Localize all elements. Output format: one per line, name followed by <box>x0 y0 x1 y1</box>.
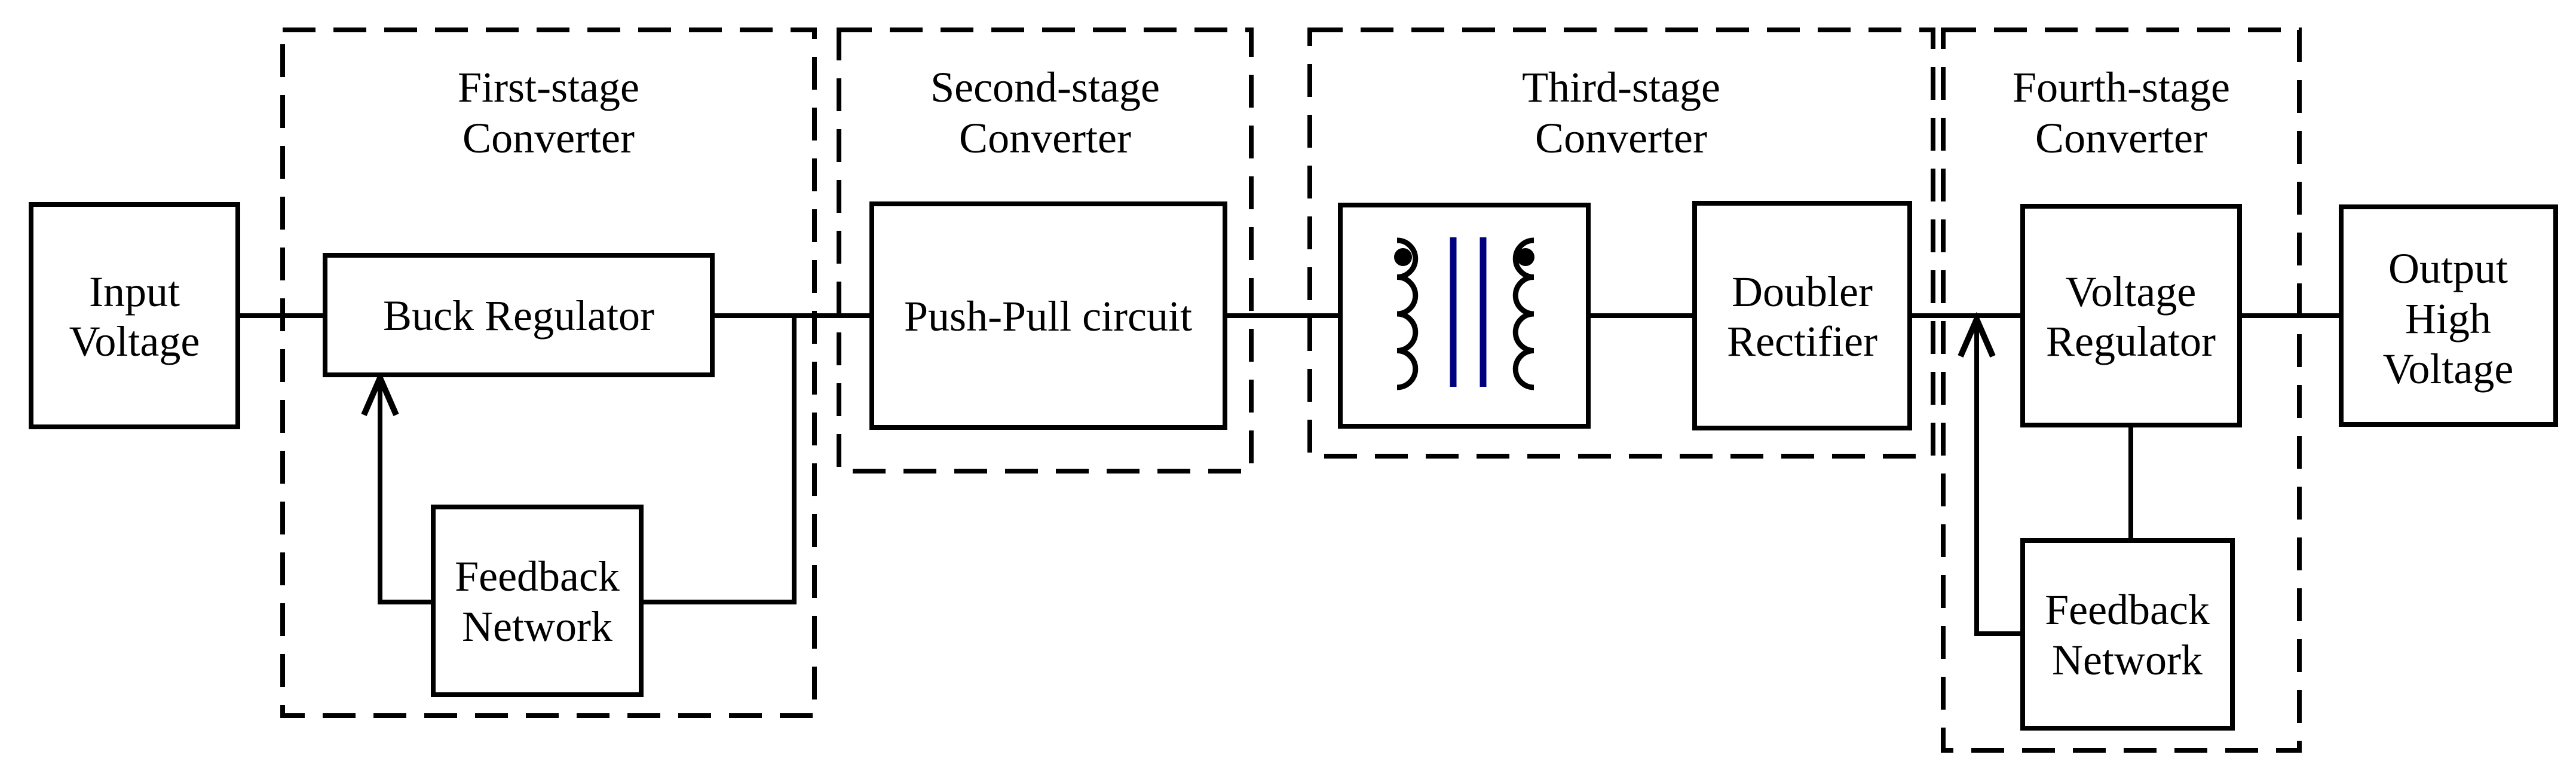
voltage-regulator-label-line2: Regulator <box>2046 317 2216 365</box>
block-voltage-regulator: Voltage Regulator <box>2020 204 2242 427</box>
block-feedback-network-stage4: Feedback Network <box>2020 538 2235 731</box>
input-voltage-box <box>29 202 240 429</box>
stage4-dashed-border <box>1941 28 2302 753</box>
transformer-icon <box>1394 237 1534 390</box>
feedback-network4-box <box>2020 538 2235 731</box>
stage1-feedback-loop <box>361 316 797 604</box>
stage4-title-line2: Converter <box>2035 114 2207 162</box>
stage2-dashed-border <box>837 28 1254 473</box>
stage2-title-line2: Converter <box>959 114 1131 162</box>
stage4-feedback-arrow-icon <box>1958 311 1996 358</box>
primary-winding-icon <box>1396 237 1419 390</box>
feedback-network1-label-line2: Network <box>462 603 612 650</box>
primary-polarity-dot <box>1394 248 1412 266</box>
secondary-winding-icon <box>1512 237 1534 390</box>
block-transformer <box>1338 203 1591 429</box>
voltage-regulator-label-line1: Voltage <box>2066 268 2197 316</box>
output-label-line3: Voltage <box>2383 345 2514 393</box>
stage3-title-line1: Third-stage <box>1522 63 1720 111</box>
block-doubler-rectifier: Doubler Rectifier <box>1692 201 1912 430</box>
block-buck-regulator: Buck Regulator <box>323 253 715 377</box>
block-feedback-network-stage1: Feedback Network <box>431 505 644 697</box>
doubler-rectifier-label-line1: Doubler <box>1732 268 1873 316</box>
feedback-network1-label-line1: Feedback <box>455 552 620 600</box>
block-input-voltage: Input Voltage <box>29 202 240 429</box>
stage-first-converter: First-stage Converter <box>280 28 817 718</box>
buck-regulator-label: Buck Regulator <box>383 292 654 340</box>
output-label-line1: Output <box>2388 245 2508 292</box>
doubler-rectifier-box <box>1692 201 1912 430</box>
transformer-box <box>1338 203 1591 429</box>
buck-regulator-box <box>323 253 715 377</box>
feedback-network4-label-line1: Feedback <box>2045 586 2210 634</box>
stage3-dashed-border <box>1307 28 1935 459</box>
input-voltage-label-line2: Voltage <box>69 317 200 365</box>
secondary-polarity-dot <box>1517 248 1534 266</box>
block-push-pull-circuit: Push-Pull circuit <box>869 201 1227 430</box>
voltage-regulator-box <box>2020 204 2242 427</box>
feedback-network1-box <box>431 505 644 697</box>
input-voltage-label-line1: Input <box>89 268 180 316</box>
output-high-voltage-box <box>2339 204 2558 427</box>
stage2-title-line1: Second-stage <box>930 63 1160 111</box>
push-pull-label: Push-Pull circuit <box>904 292 1192 340</box>
stage3-title-line2: Converter <box>1535 114 1707 162</box>
stage4-title-line1: Fourth-stage <box>2013 63 2230 111</box>
stage-fourth-converter: Fourth-stage Converter <box>1941 28 2302 753</box>
stage-third-converter: Third-stage Converter <box>1307 28 1935 459</box>
stage-second-converter: Second-stage Converter <box>837 28 1254 473</box>
stage1-title-line1: First-stage <box>458 63 639 111</box>
output-label-line2: High <box>2405 295 2491 343</box>
push-pull-box <box>869 201 1227 430</box>
doubler-rectifier-label-line2: Rectifier <box>1727 317 1877 365</box>
block-output-high-voltage: Output High Voltage <box>2339 204 2558 427</box>
stage1-title-line2: Converter <box>462 114 635 162</box>
stage4-feedback-loop <box>1958 311 2133 636</box>
stage1-dashed-border <box>280 28 817 718</box>
feedback-network4-label-line2: Network <box>2052 636 2203 684</box>
stage1-feedback-arrow-icon <box>361 370 399 416</box>
